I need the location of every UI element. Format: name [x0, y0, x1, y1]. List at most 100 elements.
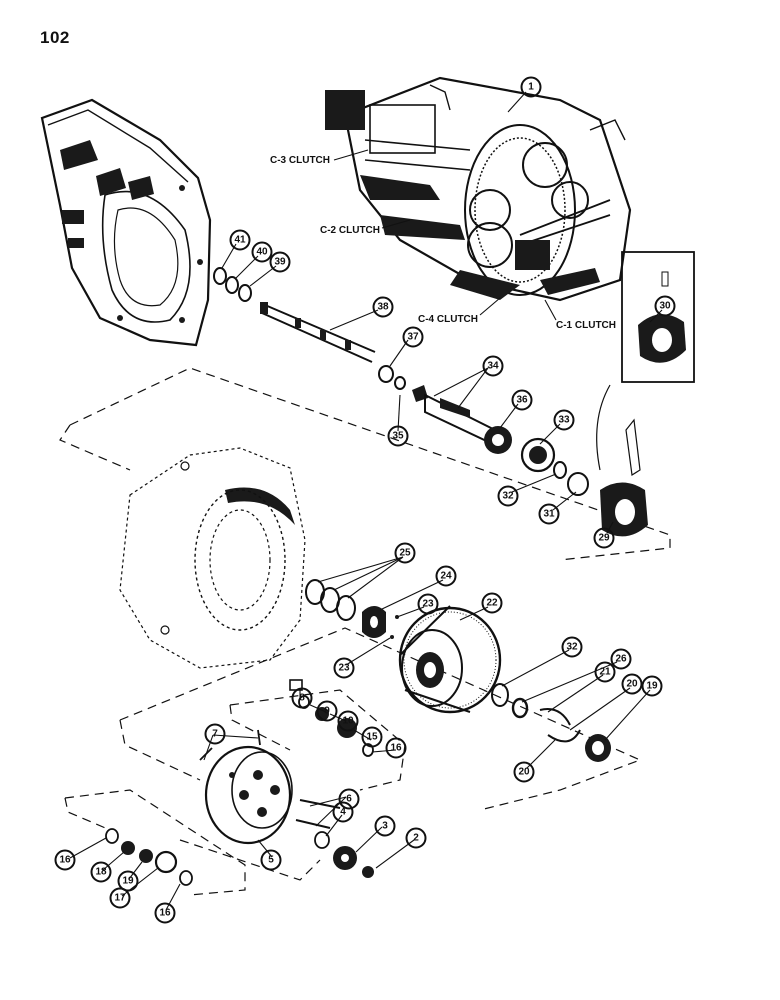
input-shaft-group: [213, 267, 394, 383]
callout-24: 24: [435, 565, 457, 587]
callout-6: 6: [338, 788, 360, 810]
svg-text:21: 21: [599, 667, 611, 678]
callout-35: 35: [387, 425, 409, 447]
svg-text:16: 16: [59, 855, 71, 866]
svg-text:34: 34: [487, 361, 499, 372]
svg-text:6: 6: [346, 794, 352, 805]
svg-text:2: 2: [413, 833, 419, 844]
callout-25: 25: [394, 542, 416, 564]
svg-text:32: 32: [566, 642, 578, 653]
callout-36: 36: [511, 389, 533, 411]
output-shaft-group: [394, 376, 589, 496]
svg-text:37: 37: [407, 332, 419, 343]
callout-32-top: 32: [497, 485, 519, 507]
callout-29: 29: [593, 527, 615, 549]
callout-32-mid: 32: [561, 636, 583, 658]
svg-text:29: 29: [598, 533, 610, 544]
page-number: 102: [40, 28, 70, 47]
right-ring-group: [491, 683, 611, 762]
planet-carrier-group: [199, 679, 374, 878]
inset-detail-box: [596, 251, 695, 477]
svg-text:20: 20: [626, 679, 638, 690]
clutch-label-c2: C-2 CLUTCH: [320, 225, 380, 236]
callout-2: 2: [405, 827, 427, 849]
callout-37: 37: [402, 326, 424, 348]
callout-23-bottom: 23: [333, 657, 355, 679]
svg-text:17: 17: [114, 893, 126, 904]
bell-housing: [119, 447, 306, 669]
callout-10: 10: [337, 710, 359, 732]
svg-text:30: 30: [659, 301, 671, 312]
callout-31: 31: [538, 503, 560, 525]
svg-text:9: 9: [324, 706, 330, 717]
svg-text:35: 35: [392, 431, 404, 442]
callout-18: 18: [90, 861, 112, 883]
callout-21: 21: [594, 661, 616, 683]
callout-7: 7: [204, 723, 226, 745]
callout-1: 1: [520, 76, 542, 98]
svg-text:26: 26: [615, 654, 627, 665]
callout-17: 17: [109, 887, 131, 909]
svg-text:40: 40: [256, 247, 268, 258]
clutch-drum-22: [398, 605, 502, 714]
svg-text:19: 19: [646, 681, 658, 692]
svg-text:5: 5: [268, 855, 274, 866]
callout-5: 5: [260, 849, 282, 871]
callout-3: 3: [374, 815, 396, 837]
seal-ring-group: [305, 579, 399, 639]
svg-text:19: 19: [122, 876, 134, 887]
callout-9: 9: [316, 700, 338, 722]
callout-22: 22: [481, 592, 503, 614]
callout-16-left: 16: [54, 849, 76, 871]
callout-39: 39: [269, 251, 291, 273]
svg-text:31: 31: [543, 509, 555, 520]
clutch-label-c1: C-1 CLUTCH: [556, 320, 616, 331]
svg-text:23: 23: [422, 599, 434, 610]
leader-lines: [69, 91, 663, 911]
svg-text:33: 33: [558, 415, 570, 426]
callout-40: 40: [251, 241, 273, 263]
callouts: 1 41 40 39 38 37 34 35 36 33 30 32 31 29…: [54, 76, 676, 924]
svg-text:10: 10: [342, 716, 354, 727]
callout-23-top: 23: [417, 593, 439, 615]
svg-text:32: 32: [502, 491, 514, 502]
callout-16-mid: 16: [385, 737, 407, 759]
svg-text:16: 16: [390, 743, 402, 754]
svg-text:25: 25: [399, 548, 411, 559]
clutch-label-c3: C-3 CLUTCH: [270, 155, 330, 166]
callout-30: 30: [654, 295, 676, 317]
transmission-housing: [40, 98, 212, 347]
clutch-label-c4: C-4 CLUTCH: [418, 314, 478, 325]
svg-text:36: 36: [516, 395, 528, 406]
callout-38: 38: [372, 296, 394, 318]
svg-text:8: 8: [299, 693, 305, 704]
transmission-cutaway-assembly: [325, 76, 632, 302]
svg-text:20: 20: [518, 767, 530, 778]
svg-text:23: 23: [338, 663, 350, 674]
svg-text:18: 18: [95, 867, 107, 878]
svg-text:15: 15: [366, 732, 378, 743]
callout-19-left: 19: [117, 870, 139, 892]
svg-text:3: 3: [382, 821, 388, 832]
svg-text:7: 7: [212, 729, 218, 740]
svg-text:41: 41: [234, 235, 246, 246]
callout-34: 34: [482, 355, 504, 377]
callout-4: 4: [332, 801, 354, 823]
svg-text:4: 4: [340, 807, 346, 818]
svg-text:22: 22: [486, 598, 498, 609]
callout-19-right: 19: [641, 675, 663, 697]
callout-15: 15: [361, 726, 383, 748]
svg-text:1: 1: [528, 82, 534, 93]
needle-bearing-group: [105, 828, 193, 886]
callout-16-bottom: 16: [154, 902, 176, 924]
callout-20-bottom: 20: [513, 761, 535, 783]
svg-text:39: 39: [274, 257, 286, 268]
callout-26: 26: [610, 648, 632, 670]
svg-text:16: 16: [159, 908, 171, 919]
callout-20-top: 20: [621, 673, 643, 695]
callout-41: 41: [229, 229, 251, 251]
svg-text:38: 38: [377, 302, 389, 313]
callout-33: 33: [553, 409, 575, 431]
clutch-labels: C-3 CLUTCH C-2 CLUTCH C-4 CLUTCH C-1 CLU…: [270, 155, 616, 331]
